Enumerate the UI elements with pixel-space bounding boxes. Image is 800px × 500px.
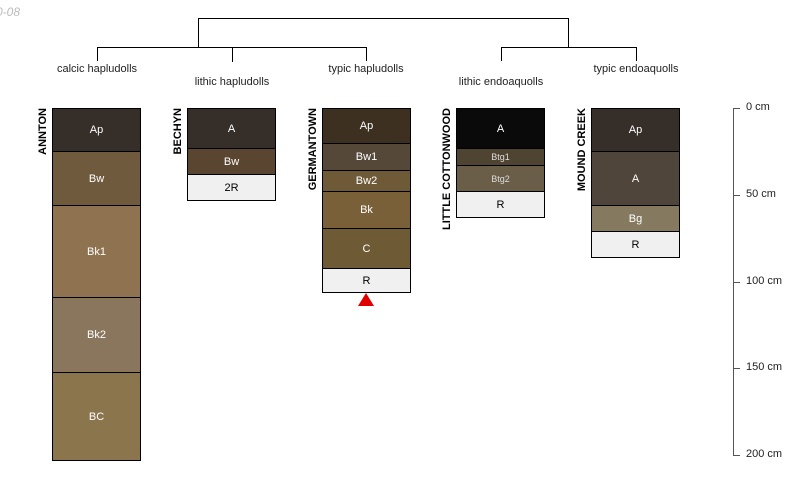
horizon: BC xyxy=(52,372,141,461)
dendro-line xyxy=(198,18,569,19)
horizon-label: Bk xyxy=(360,204,373,216)
group-label: lithic hapludolls xyxy=(194,76,270,88)
group-label: typic hapludolls xyxy=(328,63,404,75)
profile-name: MOUND CREEK xyxy=(576,108,588,192)
horizon: C xyxy=(322,228,411,269)
horizon-label: Bk1 xyxy=(87,245,106,258)
horizon-label: Ap xyxy=(89,124,104,136)
profile-name: BECHYN xyxy=(172,108,184,155)
horizon-label: Ap xyxy=(359,120,374,132)
horizon: Ap xyxy=(52,108,141,152)
horizon: Bk1 xyxy=(52,205,141,298)
profile-name: ANNTON xyxy=(37,108,49,155)
axis-tick xyxy=(733,195,740,196)
dendro-line xyxy=(232,47,233,62)
profile-name: LITTLE COTTONWOOD xyxy=(441,108,453,231)
horizon-label: C xyxy=(362,242,371,255)
horizon-label: R xyxy=(631,238,640,251)
horizon: Bk2 xyxy=(52,297,141,373)
horizon-label: A xyxy=(631,172,640,185)
horizon: A xyxy=(456,108,545,149)
horizon: Ap xyxy=(322,108,411,144)
horizon-label: Ap xyxy=(628,124,643,136)
horizon-label: R xyxy=(362,274,371,287)
horizon-label: Bw xyxy=(223,155,240,168)
dendro-line xyxy=(501,47,637,48)
horizon: Bw xyxy=(52,151,141,206)
horizon-label: A xyxy=(227,122,236,135)
horizon-label: Bg xyxy=(628,212,643,225)
axis-tick xyxy=(733,368,740,369)
horizon: R xyxy=(591,231,680,258)
bottom-marker-triangle-icon xyxy=(358,293,374,306)
horizon-label: A xyxy=(496,122,505,135)
horizon: A xyxy=(591,151,680,206)
horizon: R xyxy=(456,191,545,218)
horizon-label: Bw1 xyxy=(355,151,378,163)
horizon: 2R xyxy=(187,174,276,201)
horizon-label: Bk2 xyxy=(87,329,106,341)
horizon: R xyxy=(322,268,411,293)
axis-tick-label: 50 cm xyxy=(746,188,776,200)
horizon: Bw1 xyxy=(322,143,411,171)
horizon-label: Btg2 xyxy=(491,173,510,184)
horizon-label: Bw xyxy=(88,172,105,185)
horizon: A xyxy=(187,108,276,149)
timestamp-label: 0-08 xyxy=(0,5,21,19)
dendro-line xyxy=(568,18,569,48)
horizon-label: BC xyxy=(88,410,105,423)
dendro-line xyxy=(501,47,502,61)
horizon-label: Bw2 xyxy=(355,175,378,187)
axis-tick xyxy=(733,108,740,109)
axis-tick-label: 100 cm xyxy=(746,275,783,287)
horizon-label: 2R xyxy=(224,181,239,194)
dendro-line xyxy=(198,18,199,48)
axis-tick-label: 0 cm xyxy=(746,101,770,113)
group-label: calcic hapludolls xyxy=(56,63,138,75)
dendro-line xyxy=(97,47,98,61)
horizon: Bk xyxy=(322,191,411,229)
dendro-line xyxy=(636,47,637,61)
axis-tick-label: 150 cm xyxy=(746,361,783,373)
group-label: lithic endoaquolls xyxy=(458,76,544,88)
group-label: typic endoaquolls xyxy=(593,63,679,75)
horizon: Bw xyxy=(187,148,276,175)
horizon: Bg xyxy=(591,205,680,232)
horizon-label: Btg1 xyxy=(491,152,510,162)
horizon-label: R xyxy=(496,198,505,211)
horizon: Btg2 xyxy=(456,165,545,192)
horizon: Ap xyxy=(591,108,680,152)
horizon: Btg1 xyxy=(456,148,545,166)
profile-name: GERMANTOWN xyxy=(307,108,319,191)
axis-tick-label: 200 cm xyxy=(746,448,783,460)
dendro-line xyxy=(366,47,367,61)
horizon: Bw2 xyxy=(322,170,411,192)
axis-tick xyxy=(733,282,740,283)
axis-tick xyxy=(733,455,740,456)
